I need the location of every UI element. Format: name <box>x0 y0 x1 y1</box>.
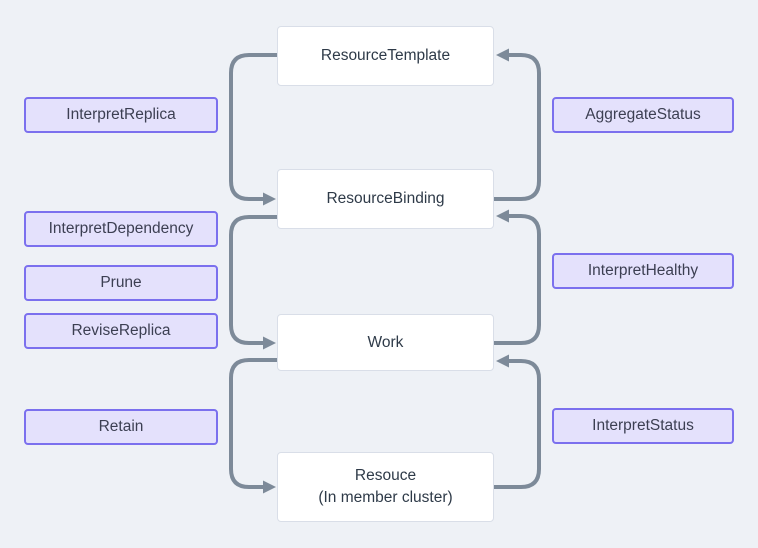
tag-label: InterpretHealthy <box>587 262 699 279</box>
node-sublabel: (In member cluster) <box>318 489 453 506</box>
tag-label: Retain <box>98 418 144 435</box>
arrow-work-to-binding <box>494 214 541 345</box>
tag-aggregate-status: AggregateStatus <box>552 97 734 133</box>
arrowhead-into-binding-right <box>496 209 509 223</box>
arrow-binding-to-work <box>229 215 277 345</box>
tag-label: ReviseReplica <box>71 322 171 339</box>
arrow-binding-to-template <box>494 53 541 201</box>
node-resource-binding: ResourceBinding <box>277 169 494 229</box>
node-label: ResourceBinding <box>326 190 445 208</box>
node-label: Work <box>367 333 404 351</box>
arrowhead-into-work-right <box>496 354 509 368</box>
tag-label: Prune <box>100 274 142 291</box>
tag-label: AggregateStatus <box>585 106 701 123</box>
arrow-work-to-member <box>229 358 277 489</box>
node-resource-template: ResourceTemplate <box>277 26 494 86</box>
tag-label: InterpretStatus <box>592 417 694 434</box>
arrowhead-into-binding-left <box>263 192 276 206</box>
node-resource-in-member-cluster: Resouce (In member cluster) <box>277 452 494 522</box>
tag-retain: Retain <box>24 409 218 445</box>
node-work: Work <box>277 314 494 371</box>
tag-interpret-healthy: InterpretHealthy <box>552 253 734 289</box>
node-label: ResourceTemplate <box>320 47 451 65</box>
tag-label: InterpretReplica <box>66 106 176 123</box>
arrowhead-into-member-left <box>263 480 276 494</box>
arrowhead-into-work-left <box>263 336 276 350</box>
tag-interpret-status: InterpretStatus <box>552 408 734 444</box>
node-label: Resouce <box>354 467 417 485</box>
tag-interpret-replica: InterpretReplica <box>24 97 218 133</box>
arrow-member-to-work <box>494 359 541 489</box>
tag-interpret-dependency: InterpretDependency <box>24 211 218 247</box>
arrow-template-to-binding <box>229 53 277 201</box>
tag-prune: Prune <box>24 265 218 301</box>
arrowhead-into-template-right <box>496 48 509 62</box>
tag-revise-replica: ReviseReplica <box>24 313 218 349</box>
tag-label: InterpretDependency <box>48 220 194 237</box>
